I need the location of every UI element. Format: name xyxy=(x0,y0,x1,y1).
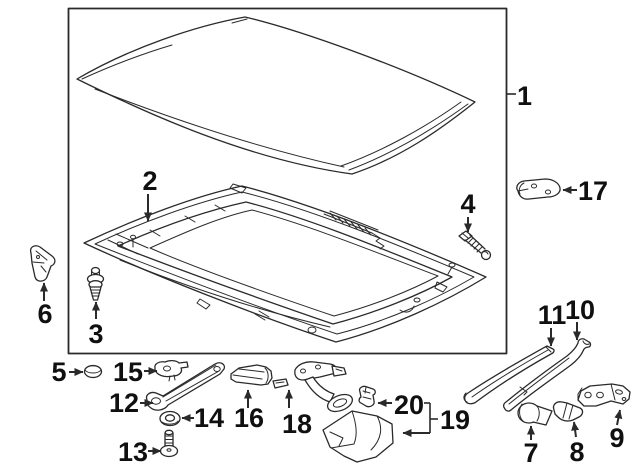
callout-3-label: 3 xyxy=(88,319,103,349)
callout-5-label: 5 xyxy=(51,357,66,387)
callout-20-label: 20 xyxy=(394,390,424,420)
callout-8-label: 8 xyxy=(569,437,584,467)
part-14-washer xyxy=(159,410,181,427)
part-9-angle-bracket xyxy=(577,383,631,407)
callout-19-label: 19 xyxy=(440,405,470,435)
part-6-bracket xyxy=(29,245,56,282)
callout-8-arrow xyxy=(571,421,580,438)
callout-13-label: 13 xyxy=(118,437,148,467)
callout-17-label: 17 xyxy=(578,176,608,206)
part-18-latch xyxy=(272,361,354,413)
part-3-rivet xyxy=(86,266,105,301)
part-4-stud-bolt xyxy=(458,230,492,261)
callout-18-label: 18 xyxy=(282,409,312,439)
callout-16-label: 16 xyxy=(234,403,264,433)
callout-10-label: 10 xyxy=(565,295,595,325)
part-16-trim-cap xyxy=(230,364,273,386)
part-17-plate-bracket xyxy=(516,178,561,200)
callout-6-label: 6 xyxy=(37,299,52,329)
part-11-weatherstrip-front xyxy=(463,345,555,405)
callout-14-label: 14 xyxy=(194,403,224,433)
callout-4-label: 4 xyxy=(460,189,475,219)
callout-9-arrow xyxy=(614,409,623,426)
part-15-clip xyxy=(154,359,189,382)
part-2-roof-frame xyxy=(83,183,487,343)
callout-12-label: 12 xyxy=(109,388,139,418)
callout-1-label: 1 xyxy=(517,81,532,111)
callout-9-label: 9 xyxy=(609,423,624,453)
part-1-roof-panel xyxy=(76,16,476,175)
diagram-border-box xyxy=(67,7,508,355)
callout-11-label: 11 xyxy=(538,300,567,330)
callout-2-label: 2 xyxy=(142,166,157,196)
part-19-cover xyxy=(322,410,394,463)
part-20-clip xyxy=(358,385,376,408)
callout-7-label: 7 xyxy=(523,438,538,468)
part-13-screw xyxy=(159,429,179,458)
part-8-wedge-pad xyxy=(552,401,584,422)
part-10-weatherstrip-rear xyxy=(502,338,592,412)
part-7-bumper xyxy=(517,402,553,426)
part-5-grommet xyxy=(83,364,103,379)
callout-15-label: 15 xyxy=(113,357,143,387)
